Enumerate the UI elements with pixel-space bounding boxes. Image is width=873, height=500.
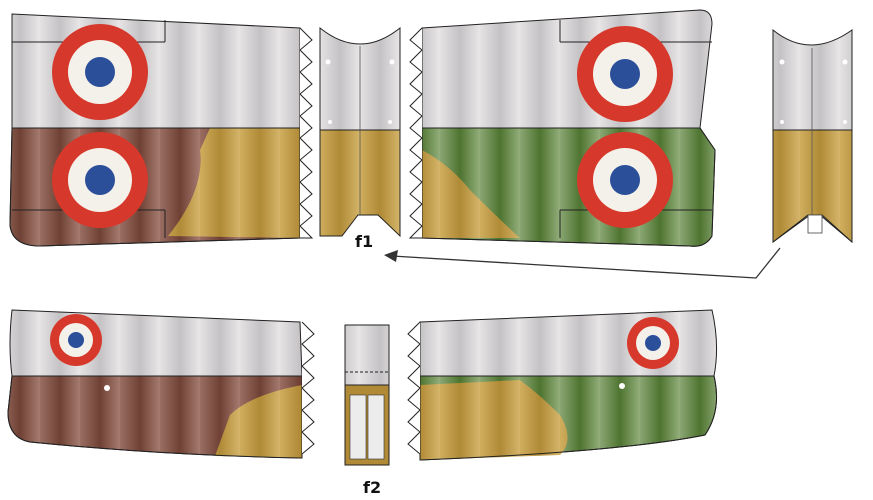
roundel-bottom-right: [627, 317, 679, 369]
label-f1: f1: [355, 232, 374, 251]
center-section-top: [319, 26, 401, 238]
center-section-spare: [772, 28, 853, 244]
roundel-top-left-2: [52, 132, 148, 228]
roundel-top-left-1: [52, 24, 148, 120]
roundel-bottom-left: [50, 314, 102, 366]
upper-wing-right-part: [408, 9, 716, 247]
center-section-bottom: [344, 324, 390, 466]
upper-wing-left-part: [9, 13, 314, 247]
f1-arrow: [384, 247, 781, 279]
roundel-top-right-1: [577, 26, 673, 122]
roundel-top-right-2: [577, 132, 673, 228]
label-f2: f2: [363, 478, 382, 497]
